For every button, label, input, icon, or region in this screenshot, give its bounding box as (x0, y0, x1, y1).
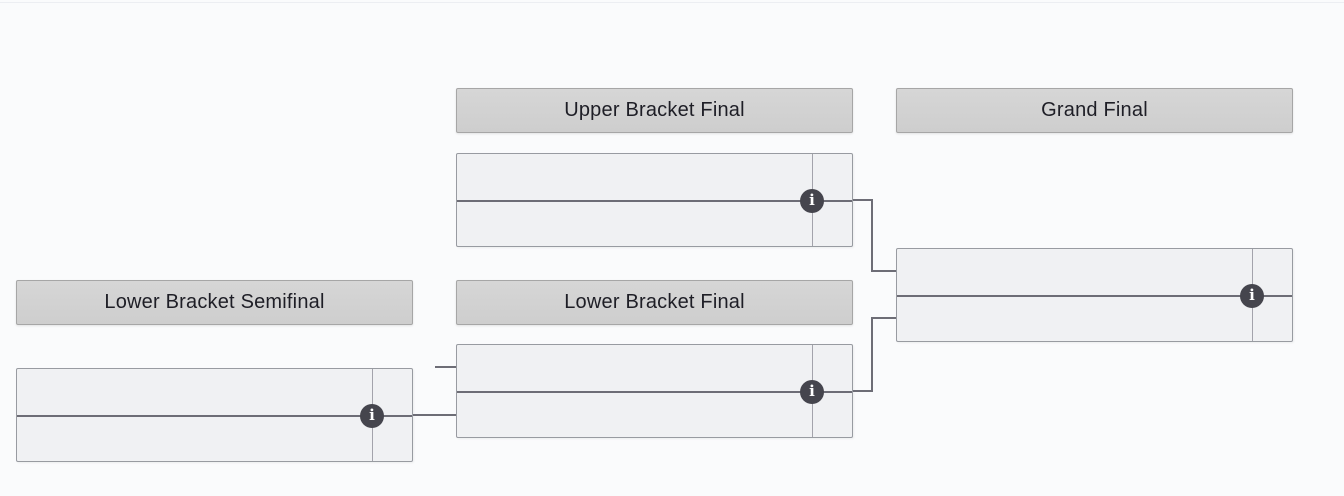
match-row-opponent2 (897, 295, 1292, 341)
team-name-slot (457, 391, 813, 437)
match-row-opponent2 (457, 391, 852, 437)
round-header-lower-bracket-final: Lower Bracket Final (456, 280, 853, 325)
match-info-icon[interactable]: i (800, 380, 824, 404)
match-lower-bracket-final: i (456, 344, 853, 438)
info-icon-glyph: i (809, 190, 815, 209)
match-lower-bracket-semifinal: i (16, 368, 413, 462)
team-name-slot (457, 154, 813, 200)
match-info-icon[interactable]: i (360, 404, 384, 428)
info-icon-glyph: i (369, 405, 375, 424)
match-divider (457, 200, 852, 202)
match-divider (457, 391, 852, 393)
round-header-grand-final: Grand Final (896, 88, 1293, 133)
match-row-opponent1 (17, 369, 412, 415)
team-name-slot (897, 295, 1253, 341)
page-top-edge-line (0, 2, 1344, 3)
connector-into-gf-bottom-horizontal (871, 317, 896, 319)
team-name-slot (457, 200, 813, 246)
connector-ubf-to-gf-vertical (871, 199, 873, 272)
connector-lbf-out-horizontal (853, 390, 873, 392)
match-divider (17, 415, 412, 417)
match-info-icon[interactable]: i (800, 189, 824, 213)
match-row-opponent2 (457, 200, 852, 246)
team-name-slot (457, 345, 813, 391)
round-header-label: Lower Bracket Final (564, 291, 745, 313)
round-header-label: Upper Bracket Final (564, 99, 745, 121)
match-row-opponent1 (457, 345, 852, 391)
match-divider (897, 295, 1292, 297)
connector-ubf-out-horizontal (853, 199, 873, 201)
connector-lbsf-to-lbf-horizontal (413, 414, 456, 416)
info-icon-glyph: i (1249, 285, 1255, 304)
match-grand-final: i (896, 248, 1293, 342)
match-info-icon[interactable]: i (1240, 284, 1264, 308)
match-upper-bracket-final: i (456, 153, 853, 247)
round-header-lower-bracket-semifinal: Lower Bracket Semifinal (16, 280, 413, 325)
connector-into-gf-top-horizontal (871, 270, 896, 272)
round-header-label: Lower Bracket Semifinal (104, 291, 325, 313)
info-icon-glyph: i (809, 381, 815, 400)
match-row-opponent1 (897, 249, 1292, 295)
round-header-label: Grand Final (1041, 99, 1148, 121)
team-name-slot (17, 369, 373, 415)
team-name-slot (17, 415, 373, 461)
match-row-opponent1 (457, 154, 852, 200)
connector-lbf-to-gf-vertical (871, 317, 873, 392)
team-name-slot (897, 249, 1253, 295)
connector-upper-drop-into-lbf-stub (435, 366, 456, 368)
match-row-opponent2 (17, 415, 412, 461)
round-header-upper-bracket-final: Upper Bracket Final (456, 88, 853, 133)
